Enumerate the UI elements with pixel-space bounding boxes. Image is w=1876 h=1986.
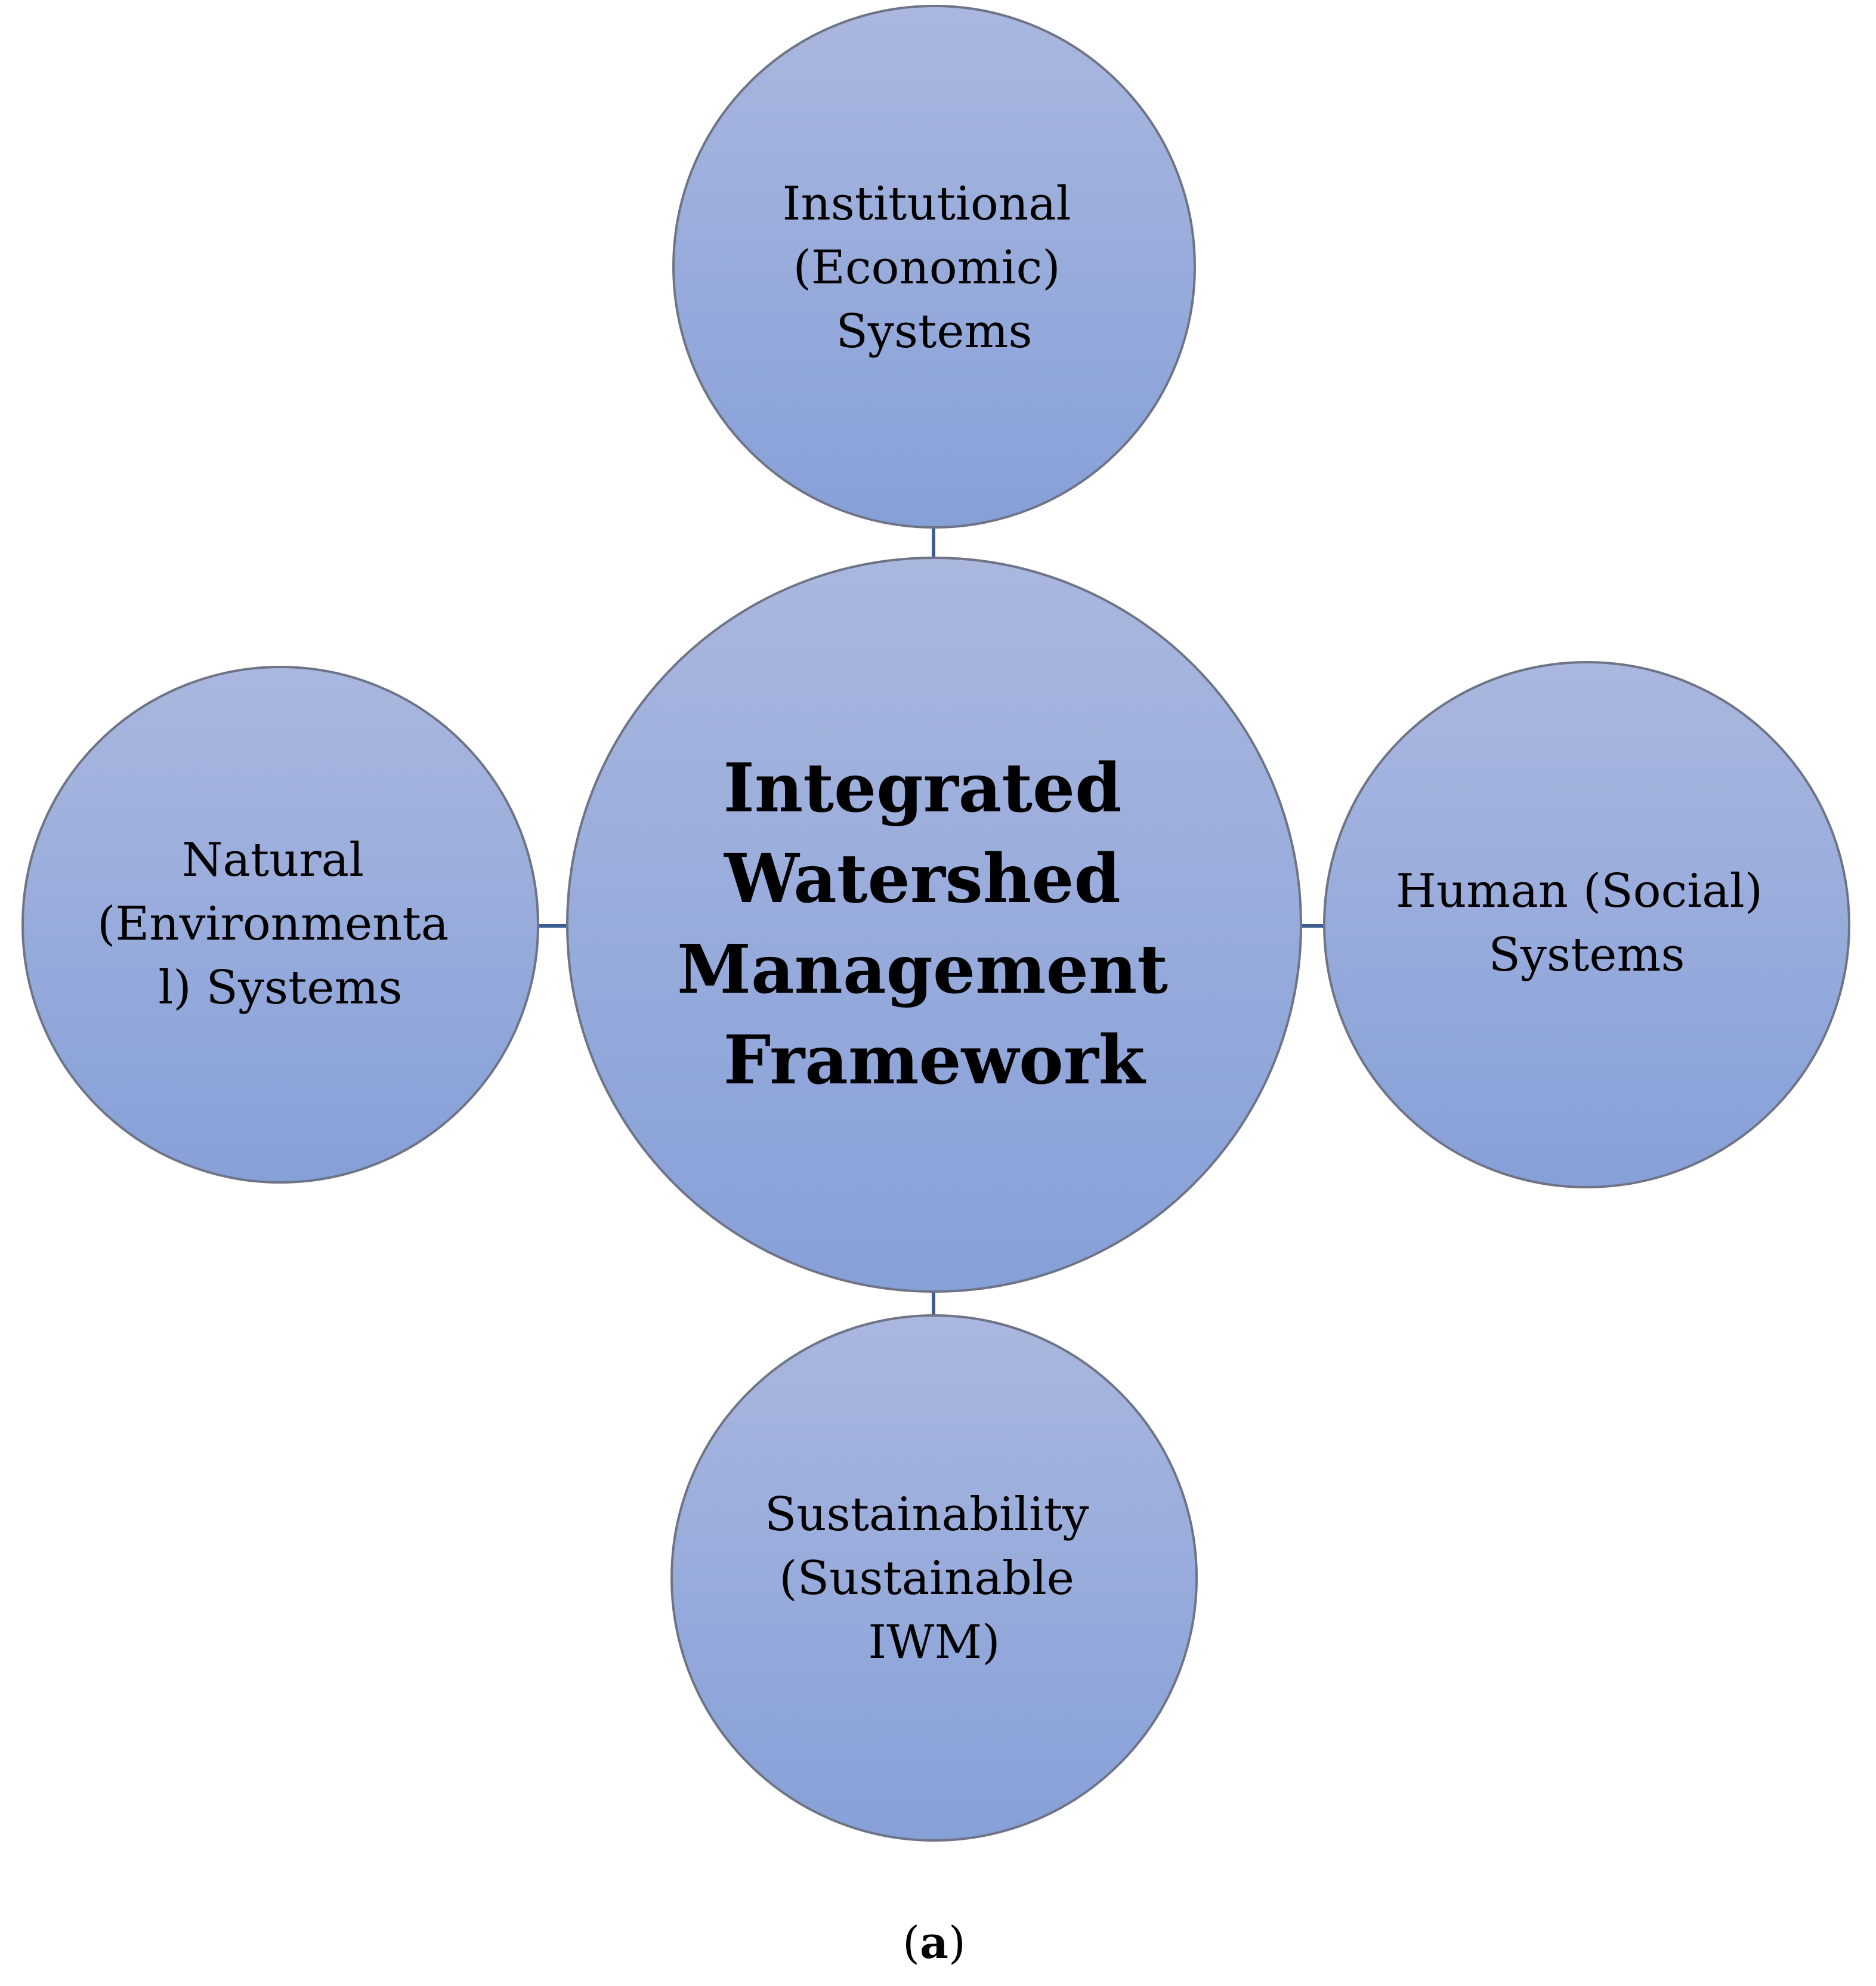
caption-label: a <box>920 1917 948 1969</box>
node-right-line: Human (Social) <box>1396 864 1763 918</box>
node-top-label: Institutional (Economic) Systems <box>783 177 1086 359</box>
node-top-line: (Economic) <box>793 241 1060 295</box>
node-left-line: Natural <box>182 833 364 887</box>
node-bottom-line: Sustainability <box>765 1488 1089 1542</box>
center-title: Integrated Watershed Management Framewor… <box>677 749 1191 1099</box>
center-title-line: Watershed <box>724 840 1121 918</box>
node-bottom-label: Sustainability (Sustainable IWM) <box>765 1488 1104 1669</box>
node-left-circle <box>21 666 539 1184</box>
figure-caption: (a) <box>903 1917 966 1969</box>
node-top-line: Institutional <box>783 177 1071 231</box>
center-title-line: Framework <box>724 1021 1146 1099</box>
node-right-label: Human (Social) Systems <box>1396 864 1778 982</box>
center-circle <box>566 557 1302 1293</box>
node-bottom-line: (Sustainable <box>779 1552 1074 1605</box>
caption-open: ( <box>903 1917 920 1969</box>
node-left-label: Natural (Environmenta l) Systems <box>97 833 463 1015</box>
node-bottom-circle <box>670 1314 1198 1842</box>
center-title-line: Integrated <box>723 749 1121 827</box>
node-bottom-line: IWM) <box>868 1616 1000 1669</box>
node-right-line: Systems <box>1488 928 1685 982</box>
center-title-line: Management <box>677 931 1168 1009</box>
node-left-line: l) Systems <box>158 961 402 1015</box>
caption-close: ) <box>948 1917 966 1969</box>
node-left-line: (Environmenta <box>97 897 449 951</box>
node-right-circle <box>1323 661 1850 1188</box>
node-top-circle <box>672 5 1196 529</box>
node-top-line: Systems <box>836 305 1032 359</box>
